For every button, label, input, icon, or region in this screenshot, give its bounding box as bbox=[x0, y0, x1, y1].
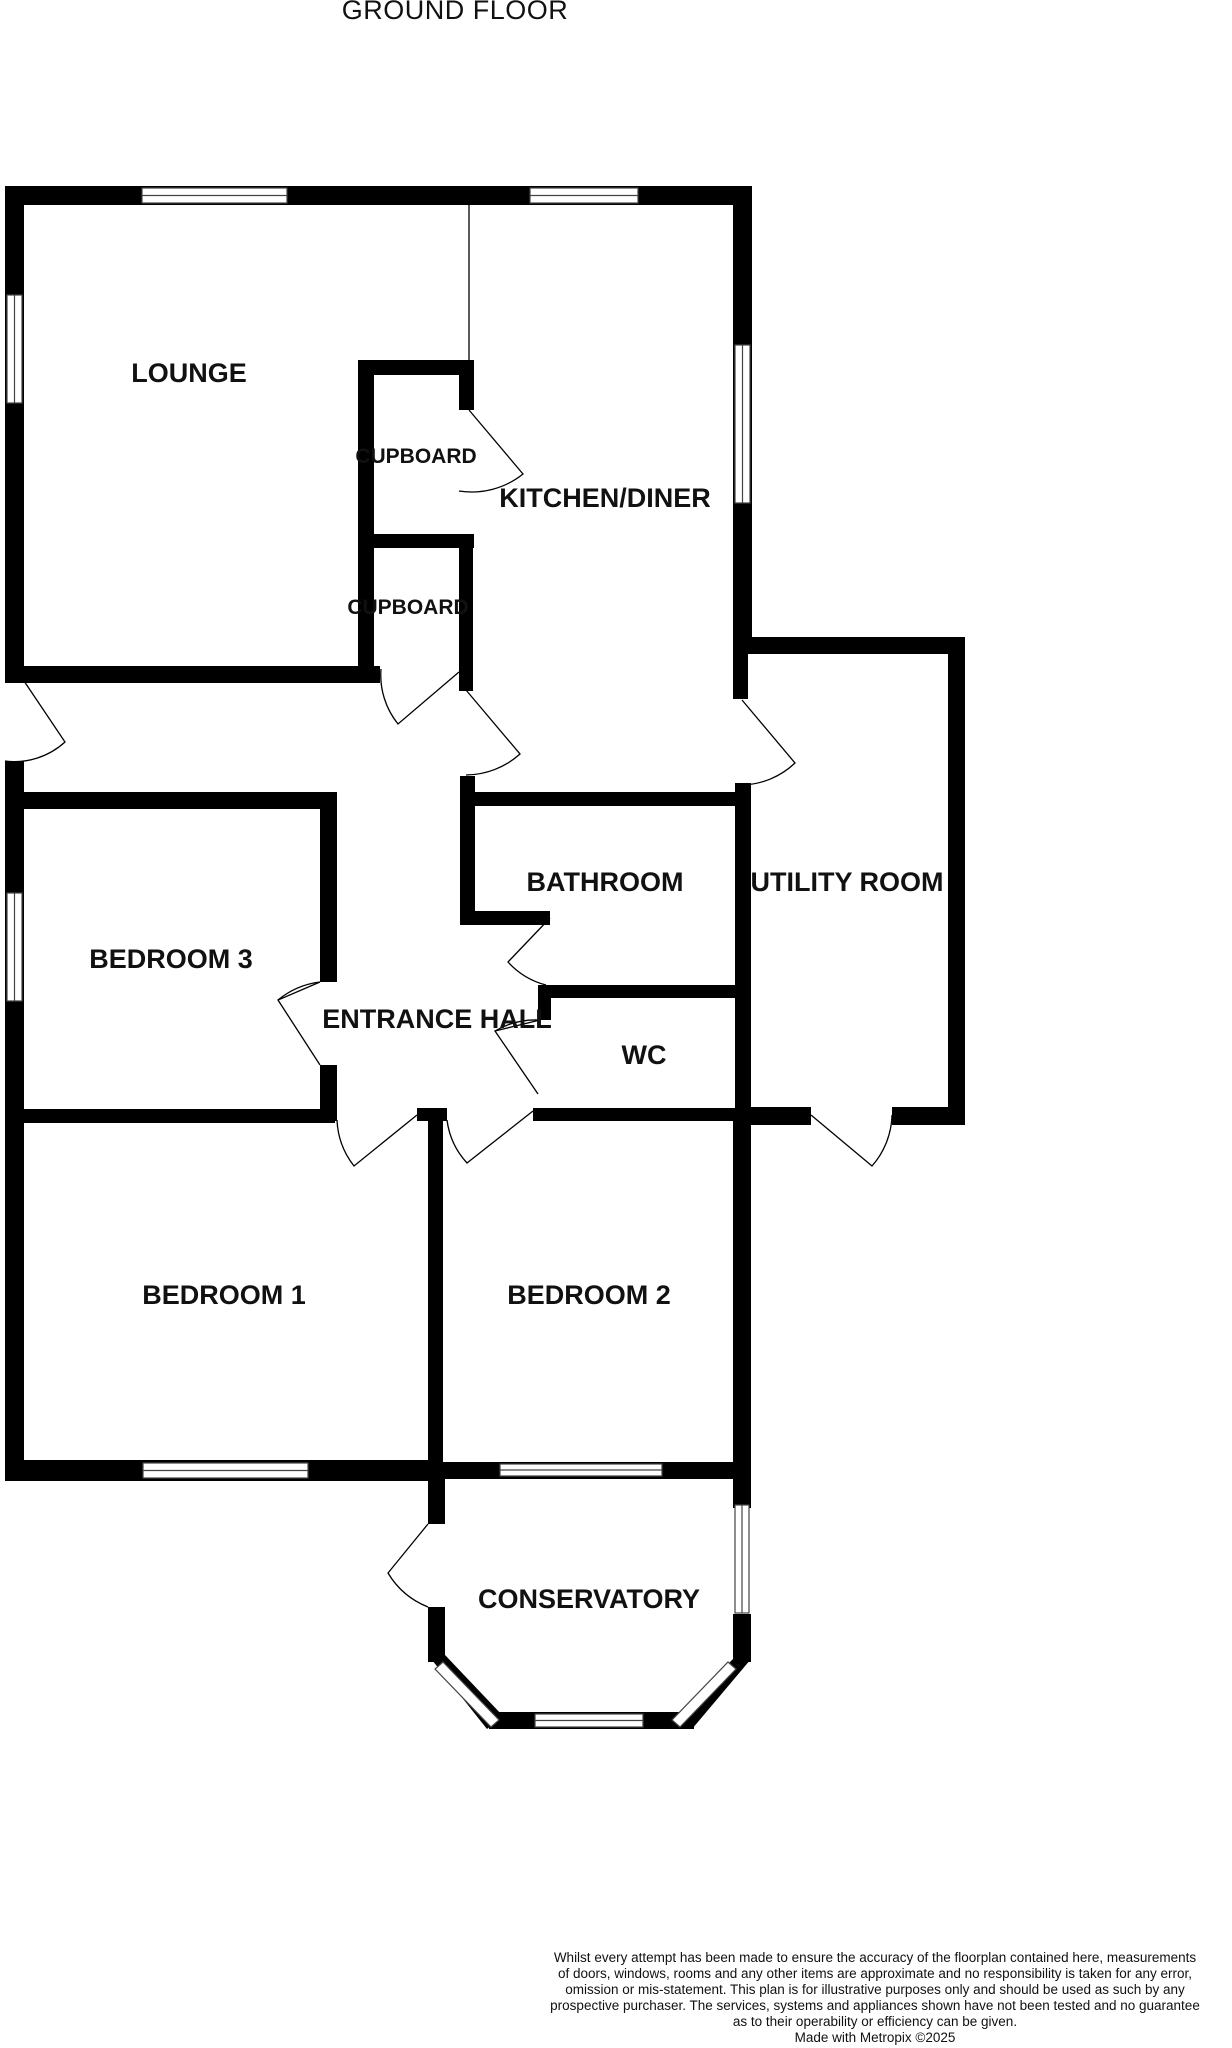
room-label-bedroom-3: BEDROOM 3 bbox=[89, 944, 253, 974]
wall-utility-bottom-left bbox=[735, 1107, 811, 1125]
wall-cupboard-top bbox=[358, 360, 474, 375]
wall-utility-bottom-right bbox=[892, 1107, 965, 1125]
room-label-kitchen-diner: KITCHEN/DINER bbox=[499, 483, 711, 513]
room-label-wc: WC bbox=[622, 1040, 667, 1070]
wall-bathroom-top bbox=[460, 792, 747, 806]
wall-wc-left bbox=[538, 985, 551, 1020]
wall-conservatory-right-lower bbox=[733, 1614, 751, 1662]
wall-utility-top bbox=[733, 637, 965, 654]
disclaimer-credit: Made with Metropix ©2025 bbox=[794, 2030, 956, 2045]
door-cupboard-1 bbox=[458, 409, 524, 493]
door-bedroom2 bbox=[446, 1110, 534, 1164]
door-wc-arc bbox=[494, 1019, 539, 1032]
wall-lounge-bottom bbox=[5, 666, 380, 683]
room-label-cupboard-1: CUPBOARD bbox=[355, 445, 476, 468]
room-label-entrance-hall: ENTRANCE HALL bbox=[322, 1004, 552, 1034]
door-bedroom1 bbox=[336, 1114, 418, 1167]
door-utility-external bbox=[810, 1114, 893, 1167]
room-label-bathroom: BATHROOM bbox=[527, 867, 684, 897]
disclaimer-line: omission or mis-statement. This plan is … bbox=[565, 1982, 1185, 1997]
disclaimer: Whilst every attempt has been made to en… bbox=[520, 1950, 1230, 2046]
window-conservatory-diag-left bbox=[434, 1661, 500, 1728]
disclaimer-line: as to their operability or efficiency ca… bbox=[732, 2014, 1018, 2029]
wall-bedroom2-right bbox=[733, 1108, 751, 1508]
wall-kitchen-right-lower bbox=[733, 651, 748, 699]
windows bbox=[6, 187, 751, 1728]
wall-bathroom-stub bbox=[460, 911, 550, 925]
room-label-conservatory: CONSERVATORY bbox=[478, 1584, 700, 1614]
room-label-cupboard-2: CUPBOARD bbox=[347, 596, 468, 619]
doors bbox=[4, 195, 893, 1608]
floor-title: GROUND FLOOR bbox=[342, 0, 569, 25]
door-utility bbox=[741, 699, 796, 786]
wall-conservatory-left-lower bbox=[428, 1607, 445, 1662]
wall-cupboard-left bbox=[358, 360, 374, 683]
wall-bathroom-wc bbox=[538, 985, 746, 998]
door-bedroom3-arc bbox=[277, 981, 321, 1001]
disclaimer-line: prospective purchaser. The services, sys… bbox=[550, 1998, 1200, 2013]
door-bedroom3-frame bbox=[277, 981, 321, 1066]
wall-bathroom-left bbox=[460, 776, 475, 923]
wall-bedroom3-right bbox=[320, 792, 337, 982]
room-label-utility-room: UTILITY ROOM bbox=[751, 867, 944, 897]
wall-cupboard-right-upper bbox=[459, 360, 474, 410]
wall-top bbox=[5, 186, 752, 205]
window-conservatory-diag-right bbox=[671, 1661, 737, 1728]
room-label-bedroom-2: BEDROOM 2 bbox=[507, 1280, 671, 1310]
wall-wc-bottom bbox=[533, 1108, 746, 1121]
wall-utility-right bbox=[948, 637, 965, 1125]
wall-lounge-left bbox=[5, 186, 24, 681]
wall-bedroom1-bedroom2 bbox=[428, 1108, 443, 1483]
door-conservatory bbox=[387, 1523, 429, 1608]
disclaimer-line: Whilst every attempt has been made to en… bbox=[553, 1950, 1197, 1965]
wall-bedroom3-bottom bbox=[5, 1109, 335, 1123]
disclaimer-line: of doors, windows, rooms and any other i… bbox=[557, 1966, 1193, 1981]
wall-conservatory-left-upper bbox=[428, 1468, 445, 1524]
door-front bbox=[4, 680, 66, 763]
door-kitchen bbox=[465, 689, 521, 776]
room-label-lounge: LOUNGE bbox=[131, 358, 247, 388]
wall-cupboard-middle bbox=[358, 534, 474, 548]
door-bathroom bbox=[507, 917, 551, 986]
wall-cupboard-right-lower bbox=[459, 534, 473, 691]
wall-bedroom3-top bbox=[5, 792, 337, 809]
door-cupboard-2 bbox=[380, 668, 460, 725]
wall-bedroom3-right-lower bbox=[320, 1065, 337, 1121]
room-label-bedroom-1: BEDROOM 1 bbox=[142, 1280, 306, 1310]
